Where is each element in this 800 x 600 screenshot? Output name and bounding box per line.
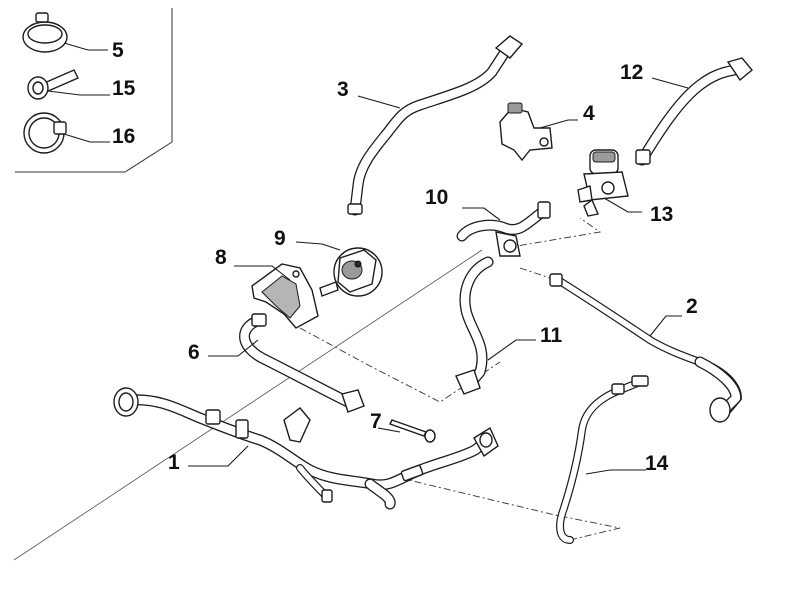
callout-11: 11 bbox=[540, 324, 563, 347]
callout-13: 13 bbox=[650, 203, 673, 226]
hose-part-10 bbox=[456, 201, 551, 257]
bolt-part-7 bbox=[377, 419, 436, 443]
callout-10: 10 bbox=[425, 186, 448, 209]
hose-part-2 bbox=[549, 273, 742, 423]
callout-16: 16 bbox=[112, 125, 135, 148]
callout-14: 14 bbox=[645, 452, 669, 475]
hose-part-6 bbox=[208, 313, 365, 413]
accessory-inset-frame bbox=[15, 8, 173, 173]
callout-3: 3 bbox=[337, 78, 349, 101]
hose-assembly-part-1 bbox=[113, 387, 499, 510]
callout-8: 8 bbox=[215, 246, 227, 269]
bracket-part-4 bbox=[499, 102, 578, 162]
callout-1: 1 bbox=[168, 451, 180, 474]
hose-part-11 bbox=[455, 256, 536, 395]
callout-9: 9 bbox=[274, 227, 286, 250]
hose-clip-part-16 bbox=[23, 112, 110, 154]
callout-12: 12 bbox=[620, 61, 643, 84]
bolt-part-15 bbox=[27, 69, 110, 100]
hose-part-12 bbox=[635, 57, 753, 166]
mounting-bracket-part-8 bbox=[234, 263, 319, 329]
callout-labels: 1 2 3 4 5 6 7 8 9 10 11 12 13 14 15 16 bbox=[112, 39, 698, 475]
reference-line bbox=[13, 249, 483, 561]
callout-2: 2 bbox=[686, 295, 698, 318]
callout-5: 5 bbox=[112, 39, 124, 62]
hose-part-3 bbox=[347, 35, 524, 216]
callout-4: 4 bbox=[583, 102, 595, 125]
valve-part-13 bbox=[577, 149, 642, 217]
callout-6: 6 bbox=[188, 341, 200, 364]
callout-15: 15 bbox=[112, 77, 136, 100]
water-pump-part-9 bbox=[295, 241, 383, 297]
clamp-part-5 bbox=[22, 12, 108, 53]
callout-7: 7 bbox=[370, 410, 382, 433]
pipe-part-14 bbox=[556, 375, 649, 544]
